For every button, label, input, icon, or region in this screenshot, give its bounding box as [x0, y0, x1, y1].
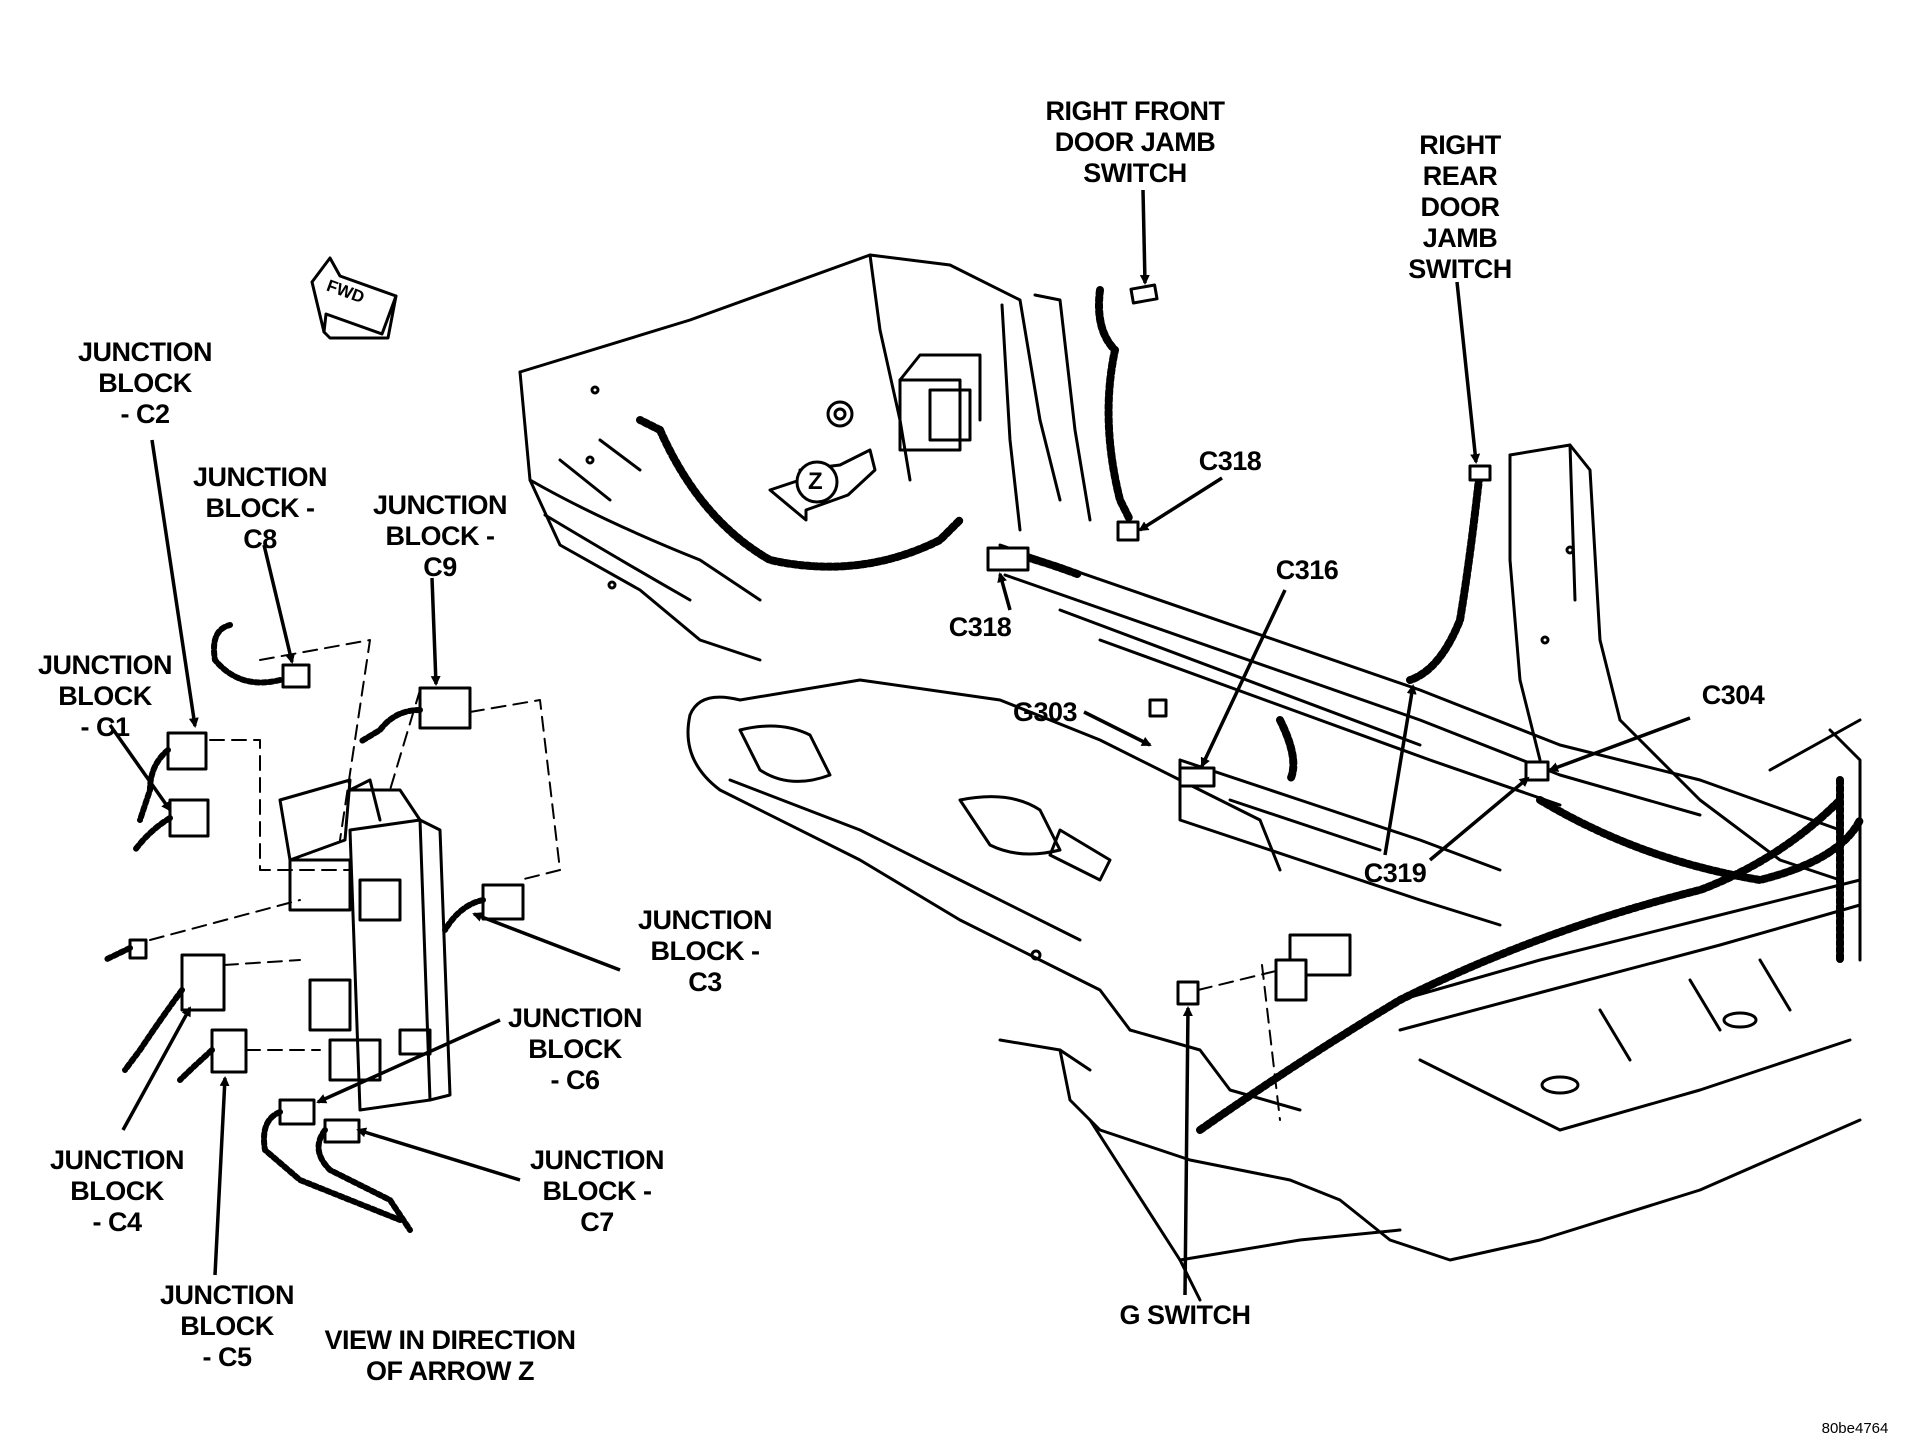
label-junction-block-c1: JUNCTION BLOCK - C1 — [37, 650, 173, 742]
label-junction-block-c5: JUNCTION BLOCK - C5 — [159, 1280, 295, 1372]
label-c318-upper: C318 — [1198, 446, 1262, 476]
wire-harness — [636, 286, 1864, 1134]
label-g303: G303 — [1012, 697, 1078, 727]
label-c319: C319 — [1363, 858, 1427, 888]
label-g-switch: G SWITCH — [1119, 1300, 1252, 1330]
vehicle-body — [518, 253, 1862, 1302]
fwd-arrow-shape — [310, 256, 398, 340]
label-junction-block-c7: JUNCTION BLOCK - C7 — [529, 1145, 665, 1237]
label-junction-block-c9: JUNCTION BLOCK - C9 — [372, 490, 508, 582]
label-junction-block-c4: JUNCTION BLOCK - C4 — [49, 1145, 185, 1237]
label-junction-block-c2: JUNCTION BLOCK - C2 — [77, 337, 213, 429]
label-junction-block-c8: JUNCTION BLOCK - C8 — [192, 462, 328, 554]
label-c316: C316 — [1275, 555, 1339, 585]
label-c318-lower: C318 — [948, 612, 1012, 642]
view-direction-caption: VIEW IN DIRECTION OF ARROW Z — [324, 1325, 576, 1386]
junction-block-dashed-guides — [149, 639, 1281, 1121]
figure-id: 80be4764 — [1821, 1420, 1889, 1437]
view-arrow-z-letter: Z — [808, 468, 823, 495]
label-junction-block-c3: JUNCTION BLOCK - C3 — [637, 905, 773, 997]
leader-arrows — [108, 189, 1691, 1296]
label-junction-block-c6: JUNCTION BLOCK - C6 — [507, 1003, 643, 1095]
label-right-front-door-jamb-switch: RIGHT FRONT DOOR JAMB SWITCH — [1045, 96, 1225, 188]
label-c304: C304 — [1701, 680, 1765, 710]
label-right-rear-door-jamb-switch: RIGHT REAR DOOR JAMB SWITCH — [1408, 130, 1512, 284]
junction-block-wires — [102, 622, 486, 1233]
view-arrow-z-shape — [768, 448, 877, 522]
junction-block-assembly — [128, 663, 525, 1144]
